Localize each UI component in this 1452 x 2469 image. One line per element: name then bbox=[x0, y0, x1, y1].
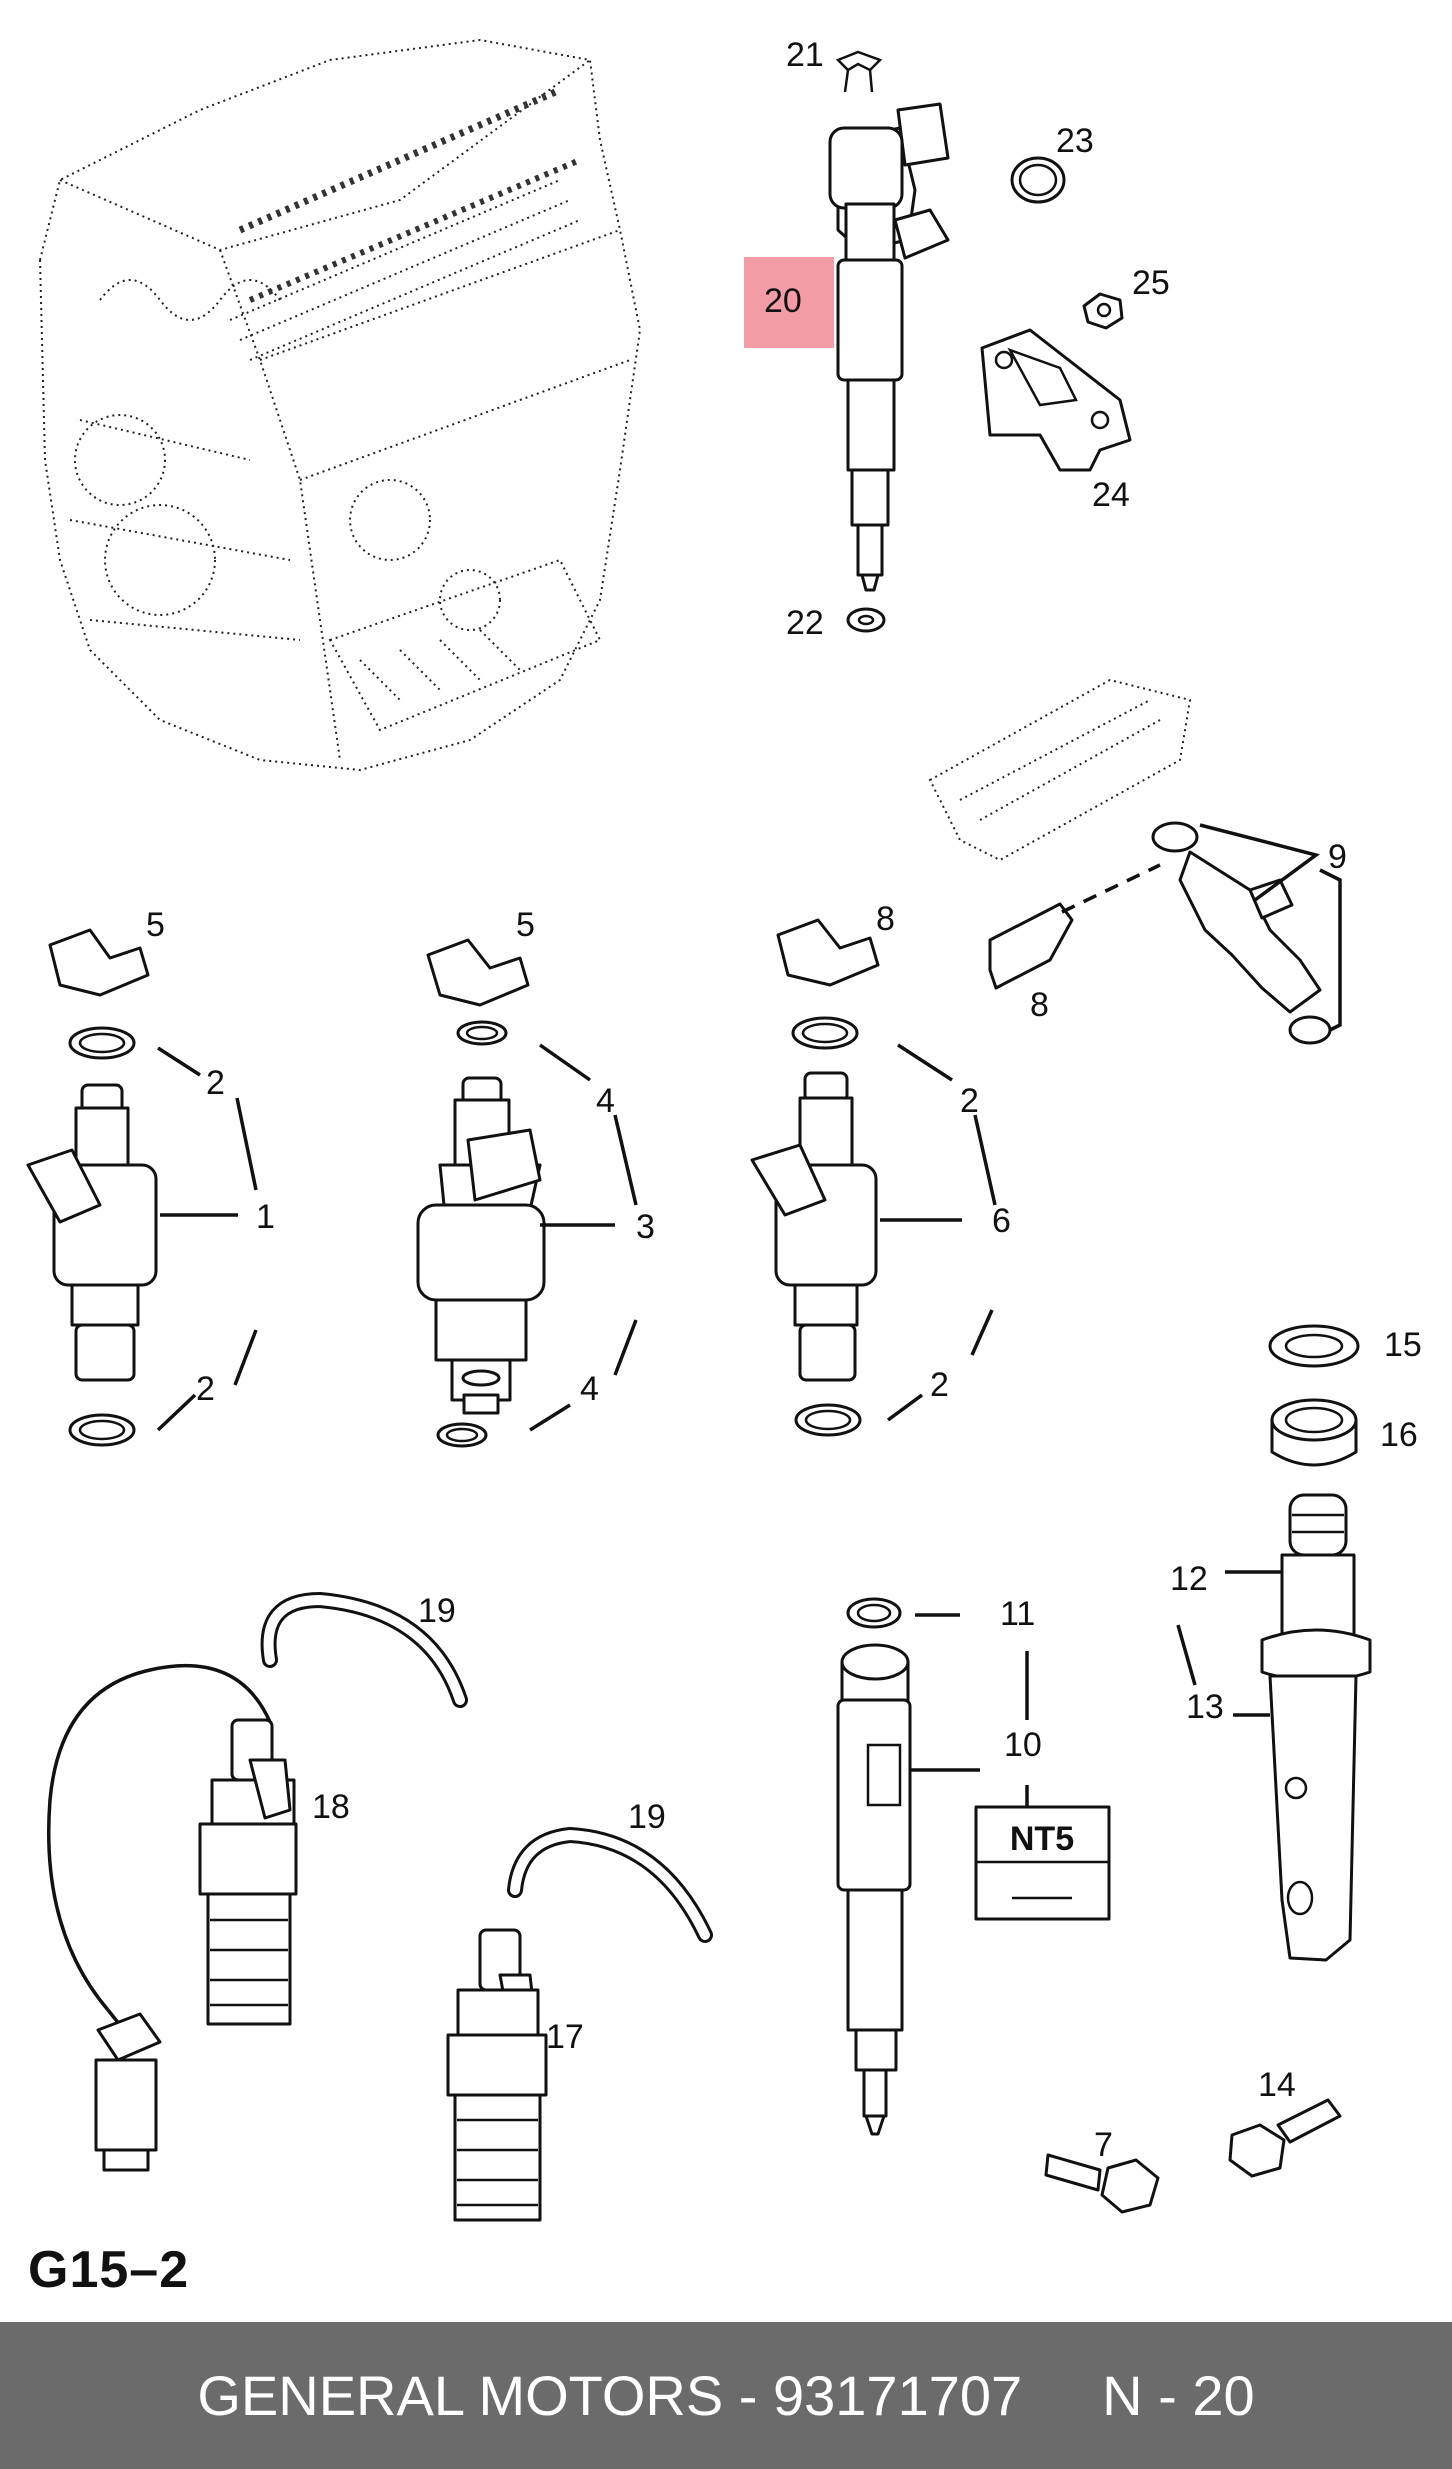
highlight-part-20 bbox=[744, 257, 834, 348]
bolt-7 bbox=[1044, 2153, 1160, 2214]
callout-24: 24 bbox=[1092, 476, 1130, 514]
nt5-label: NT5 bbox=[1010, 1820, 1074, 1858]
callout-4a: 4 bbox=[596, 1082, 615, 1120]
callout-8b: 8 bbox=[1030, 986, 1049, 1024]
callout-9: 9 bbox=[1328, 838, 1347, 876]
callout-20: 20 bbox=[764, 282, 802, 320]
clip-21 bbox=[835, 50, 883, 93]
callout-23: 23 bbox=[1056, 122, 1094, 160]
callout-7: 7 bbox=[1094, 2126, 1113, 2164]
common-rail-injector bbox=[744, 102, 950, 592]
callout-11: 11 bbox=[1000, 1595, 1035, 1633]
callout-18: 18 bbox=[312, 1788, 350, 1826]
injector-10-assembly bbox=[836, 1597, 912, 2136]
engine-block-illustration bbox=[38, 38, 642, 772]
rings-15-16 bbox=[1268, 1324, 1360, 1467]
footer-ref: N - 20 bbox=[1102, 2364, 1255, 2427]
callout-2a: 2 bbox=[206, 1064, 225, 1102]
parts-diagram: NT5 21 23 20 bbox=[26, 36, 1422, 2222]
callout-1: 1 bbox=[256, 1198, 275, 1236]
injector-3-assembly bbox=[416, 938, 546, 1448]
callout-2b: 2 bbox=[196, 1370, 215, 1408]
callout-5a: 5 bbox=[146, 906, 165, 944]
injector-6-assembly bbox=[750, 918, 880, 1437]
leader-10-11 bbox=[910, 1613, 1029, 1808]
clamp-bracket-24 bbox=[980, 328, 1132, 472]
callout-10: 10 bbox=[1004, 1726, 1042, 1764]
callout-2d: 2 bbox=[930, 1366, 949, 1404]
bracket-leaders-1-3-6 bbox=[156, 1043, 997, 1432]
callout-3: 3 bbox=[636, 1208, 655, 1246]
bolt-14 bbox=[1228, 2098, 1342, 2178]
o-ring-23 bbox=[1010, 156, 1066, 204]
callout-2c: 2 bbox=[960, 1082, 979, 1120]
callout-8a: 8 bbox=[876, 900, 895, 938]
callout-6: 6 bbox=[992, 1202, 1011, 1240]
injector-1-assembly bbox=[26, 928, 158, 1447]
page-code: G15–2 bbox=[28, 2241, 190, 2299]
nut-25 bbox=[1082, 292, 1124, 330]
sensor-18-assembly bbox=[46, 1663, 298, 2172]
seal-22 bbox=[846, 607, 886, 633]
callout-25: 25 bbox=[1132, 264, 1170, 302]
callout-22: 22 bbox=[786, 604, 824, 642]
callout-15: 15 bbox=[1384, 1326, 1422, 1364]
callouts: 21 23 20 25 24 22 9 5 5 8 8 2 4 2 1 3 6 … bbox=[146, 36, 1422, 2164]
pump-nozzle-12-13 bbox=[1260, 1493, 1372, 1962]
callout-4b: 4 bbox=[580, 1370, 599, 1408]
callout-12: 12 bbox=[1170, 1560, 1208, 1598]
footer-brand-part: GENERAL MOTORS - 93171707 bbox=[197, 2364, 1023, 2427]
callout-21: 21 bbox=[786, 36, 824, 74]
leader-9 bbox=[1199, 823, 1342, 1032]
callout-13: 13 bbox=[1186, 1688, 1224, 1726]
callout-17: 17 bbox=[546, 2018, 584, 2056]
callout-5b: 5 bbox=[516, 906, 535, 944]
leader-12-13 bbox=[1176, 1570, 1282, 1717]
callout-16: 16 bbox=[1380, 1416, 1418, 1454]
callout-19b: 19 bbox=[628, 1798, 666, 1836]
callout-19a: 19 bbox=[418, 1592, 456, 1630]
tool-box-nt5: NT5 bbox=[974, 1805, 1111, 1921]
callout-14: 14 bbox=[1258, 2066, 1296, 2104]
injector-9-assembly bbox=[928, 678, 1332, 1045]
hoses-19 bbox=[260, 1591, 713, 1943]
footer-bar: GENERAL MOTORS - 93171707 N - 20 bbox=[0, 2322, 1452, 2469]
sensor-17-assembly bbox=[446, 1928, 548, 2222]
